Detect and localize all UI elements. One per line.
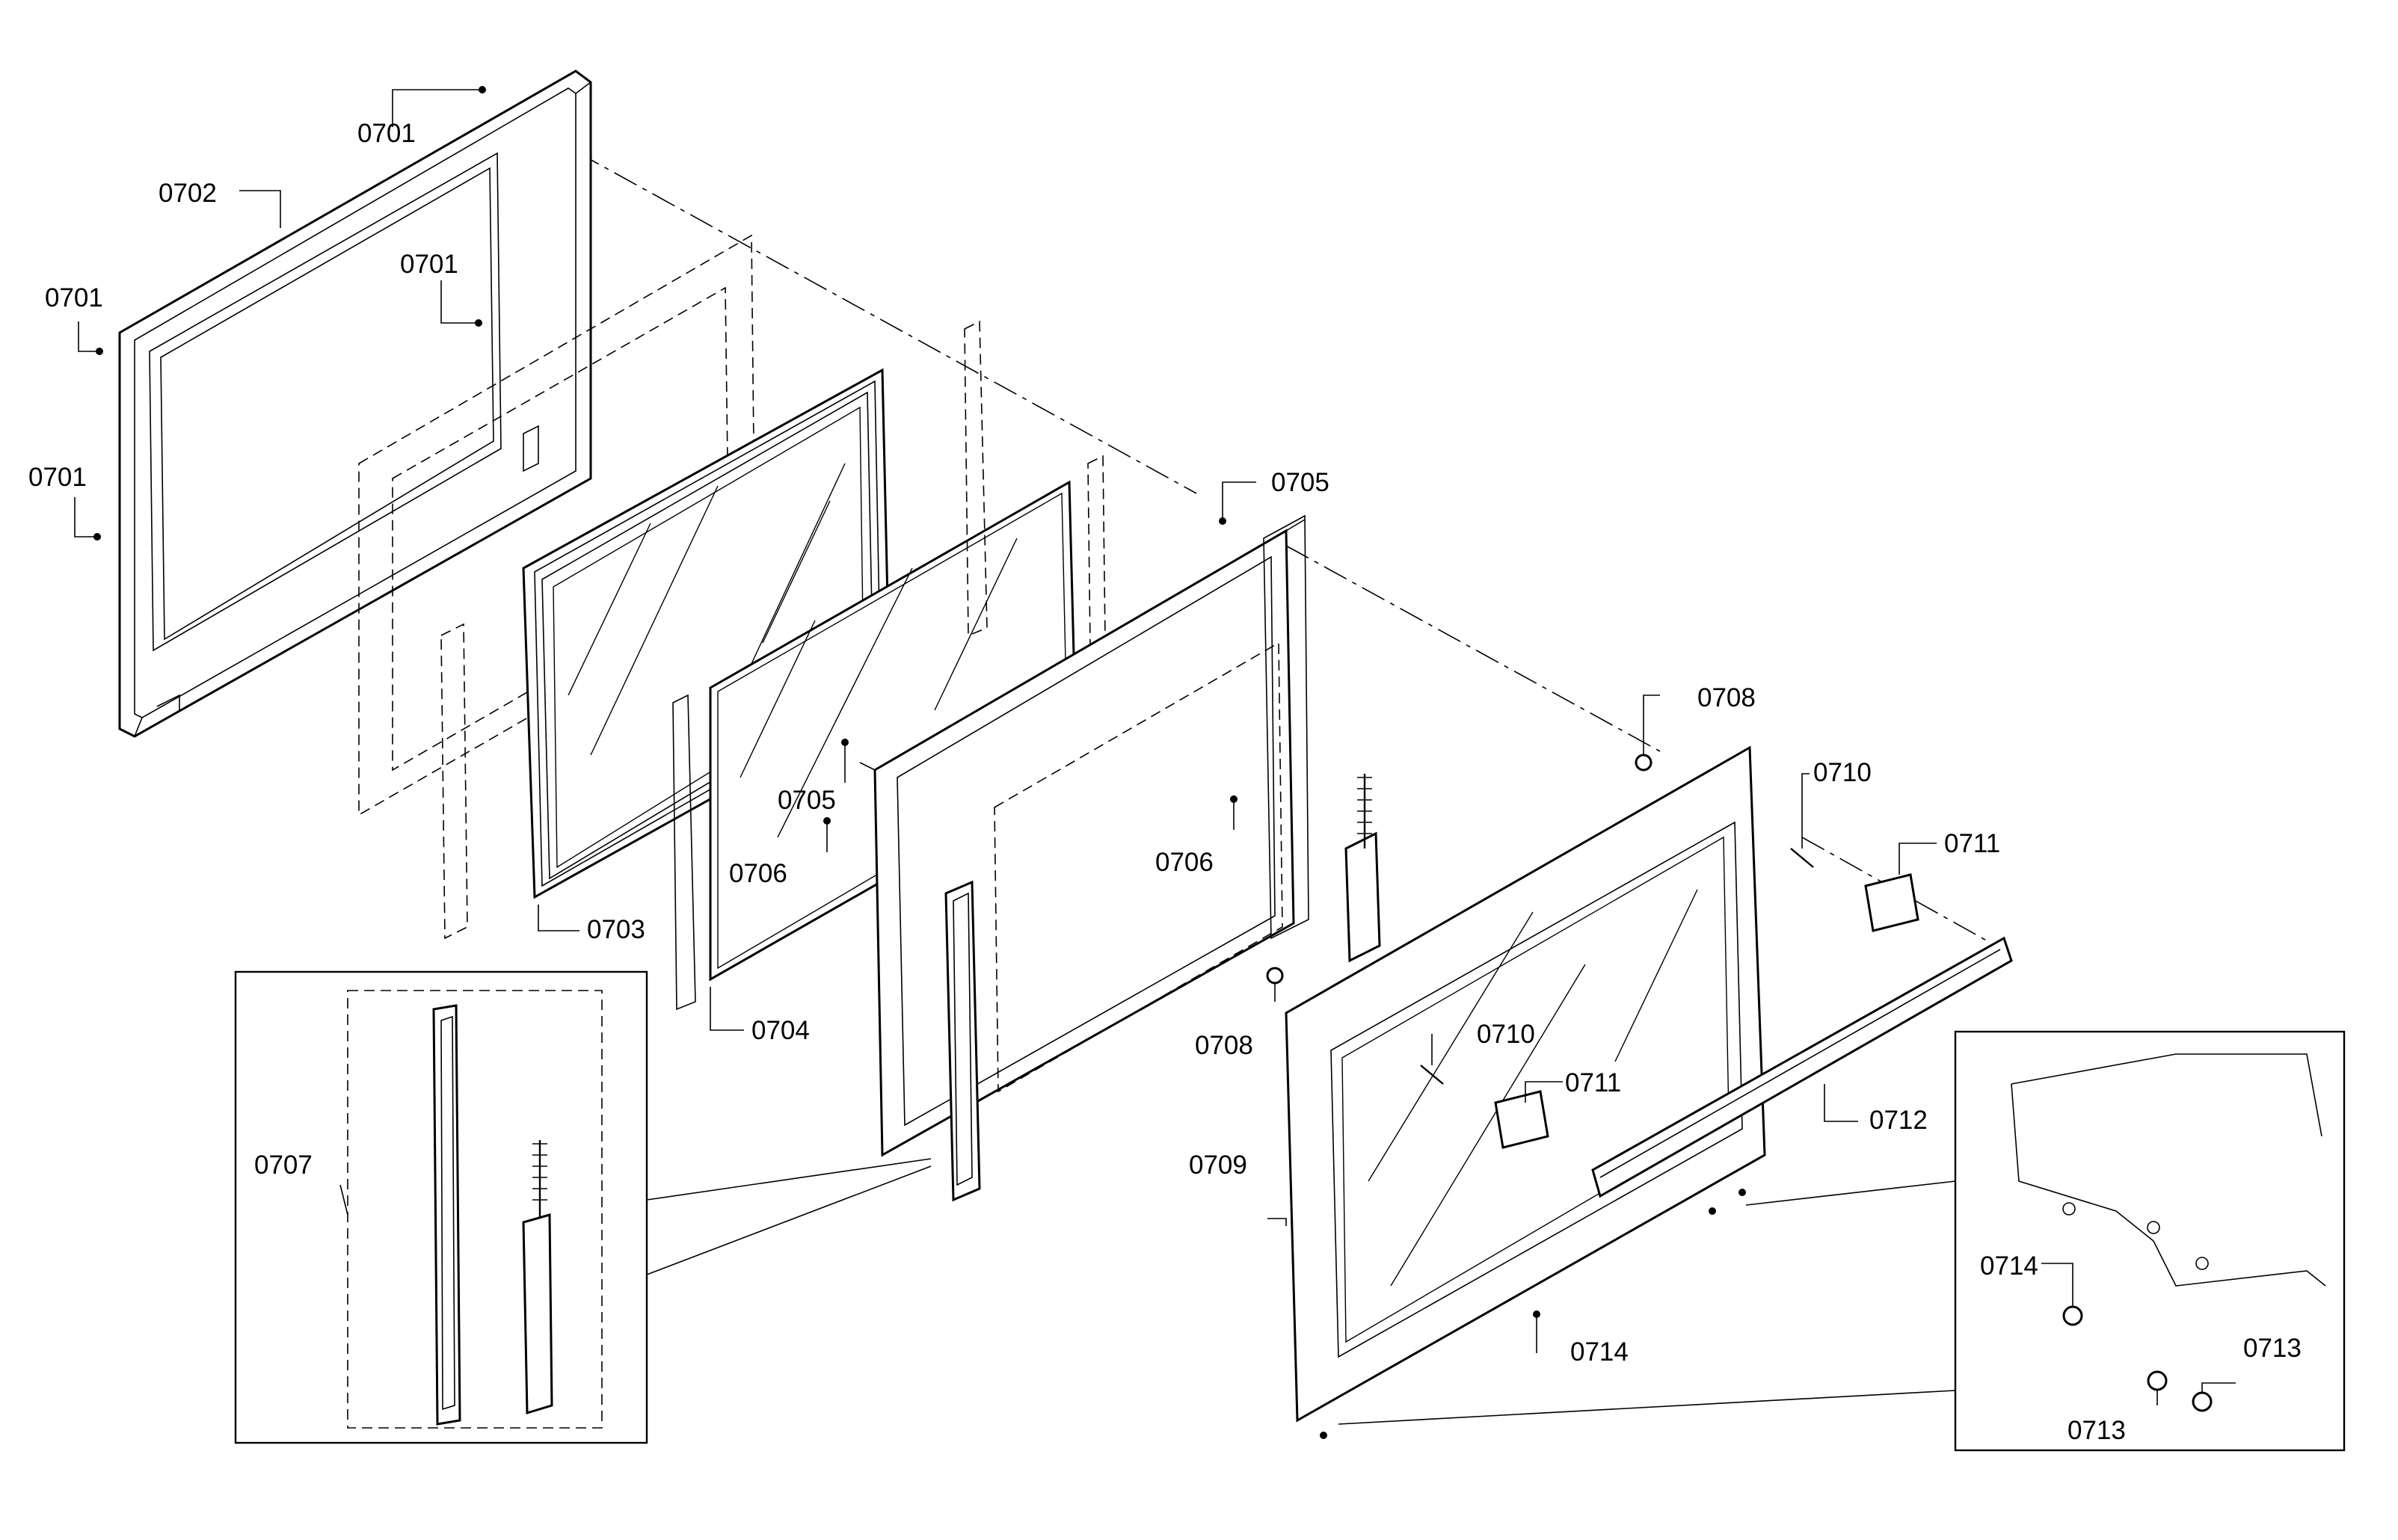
part-label-0705-right: 0705 [1271,468,1329,497]
part-label-0711-bottom: 0711 [1565,1068,1621,1097]
hinge-detail-inset [234,970,932,1444]
part-labels: 0701 0702 0701 0701 0701 0703 0704 0705 … [28,119,2302,1445]
pins-and-nuts [1266,754,1814,1085]
part-label-0708-top: 0708 [1697,683,1756,712]
part-label-0709: 0709 [1189,1151,1247,1180]
part-label-0701-left-upper: 0701 [45,283,103,312]
part-label-0707: 0707 [254,1151,313,1180]
part-label-0710-bottom: 0710 [1477,1020,1535,1049]
part-label-0711-top: 0711 [1944,829,2000,858]
part-label-0713-bottom: 0713 [2067,1416,2126,1445]
part-label-0705-left: 0705 [778,786,836,815]
screw-detail-inset [1338,1030,2346,1452]
part-label-0704: 0704 [751,1016,810,1045]
door-handle [1591,936,2013,1198]
part-label-0706-right: 0706 [1155,848,1214,877]
part-label-0713-right: 0713 [2243,1334,2302,1363]
hinges [944,774,1381,1202]
left-side-strip [440,623,468,940]
part-label-0701-top: 0701 [357,119,416,148]
part-label-0703: 0703 [587,915,645,944]
part-label-0714-inset: 0714 [1980,1251,2038,1281]
handle-mounts [1494,873,1919,1149]
outer-door-frame [118,70,592,738]
part-label-0702: 0702 [159,179,217,208]
part-label-0710-top: 0710 [1813,758,1872,787]
part-label-0706-left: 0706 [729,859,787,888]
inner-door-frame [859,514,1309,1157]
part-label-0714-door: 0714 [1570,1337,1629,1367]
vertical-strips [672,320,1107,1011]
part-label-0701-left-lower: 0701 [28,463,87,492]
insulation-frame-dashed [358,234,756,816]
part-label-0708-bottom: 0708 [1195,1031,1253,1060]
part-label-0712: 0712 [1869,1106,1928,1135]
part-label-0701-inner: 0701 [400,250,458,279]
leader-lines [74,89,2236,1405]
